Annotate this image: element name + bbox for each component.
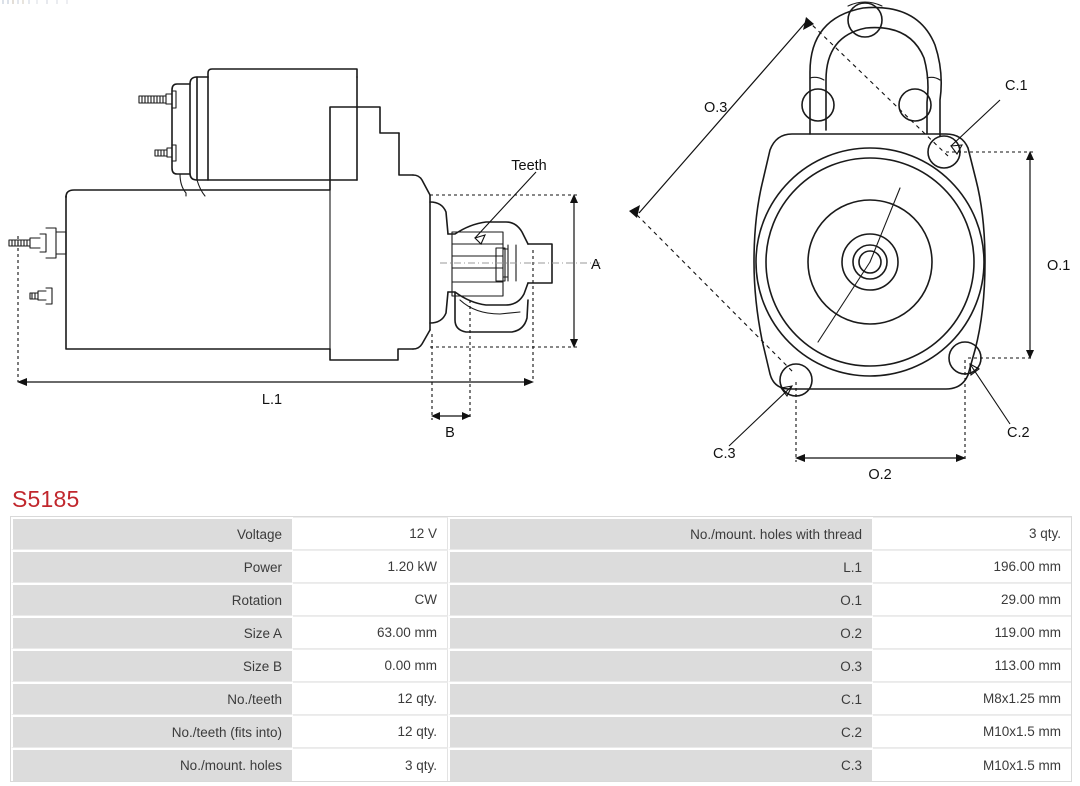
spec-value: 3 qty. [873,517,1071,550]
dimension-o2-group: O.2 [795,360,966,482]
spec-label: L.1 [448,550,873,583]
teeth-callout-group: Teeth [473,158,547,245]
spec-table-body: Voltage 12 V No./mount. holes with threa… [11,517,1071,781]
spec-label: No./teeth [11,682,293,715]
drive-end-housing [429,194,553,333]
spec-value: 119.00 mm [873,616,1071,649]
dim-o2-label: O.2 [868,467,891,482]
spec-label: O.1 [448,583,873,616]
size-b-label: B [445,425,455,441]
table-row: No./mount. holes 3 qty. C.3 M10x1.5 mm [11,748,1071,781]
table-row: No./teeth (fits into) 12 qty. C.2 M10x1.… [11,715,1071,748]
spec-value: 3 qty. [293,748,448,781]
callout-c1-label: C.1 [1005,78,1028,94]
table-row: Rotation CW O.1 29.00 mm [11,583,1071,616]
spec-label: O.2 [448,616,873,649]
spec-value: M10x1.5 mm [873,748,1071,781]
page-title: S5185 [12,486,80,512]
spec-value: 12 V [293,517,448,550]
dimension-b-group: B [431,300,471,441]
spec-label: Voltage [11,517,293,550]
dim-o1-label: O.1 [1047,258,1070,274]
callout-c2-label: C.2 [1007,425,1030,441]
spec-label: O.3 [448,649,873,682]
spec-value: 63.00 mm [293,616,448,649]
specifications-table: Voltage 12 V No./mount. holes with threa… [10,516,1072,782]
spec-label: C.2 [448,715,873,748]
solenoid-bracket [801,1,942,137]
callout-c3-group: C.3 [713,385,793,462]
spec-value: 113.00 mm [873,649,1071,682]
table-row: Size B 0.00 mm O.3 113.00 mm [11,649,1071,682]
size-a-label: A [591,257,601,273]
callout-c2-group: C.2 [969,363,1030,441]
starter-side-view-drawing: Teeth A L.1 [8,68,601,441]
dimension-o1-group: O.1 [946,151,1070,359]
spec-value: 196.00 mm [873,550,1071,583]
spec-label: C.3 [448,748,873,781]
table-row: Voltage 12 V No./mount. holes with threa… [11,517,1071,550]
solenoid-assembly [138,68,358,197]
table-row: Size A 63.00 mm O.2 119.00 mm [11,616,1071,649]
technical-drawings: Teeth A L.1 [8,1,1070,482]
dimension-a-group: A [430,194,601,348]
dimension-o3-group: O.3 [629,17,949,374]
callout-c1-group: C.1 [949,78,1028,156]
spec-value: M8x1.25 mm [873,682,1071,715]
spec-label: Size B [11,649,293,682]
teeth-label: Teeth [511,158,546,174]
spec-value: 1.20 kW [293,550,448,583]
starter-end-view-drawing: O.3 O.1 O.2 [629,1,1070,482]
motor-housing [8,106,431,361]
spec-label: No./mount. holes [11,748,293,781]
table-row: No./teeth 12 qty. C.1 M8x1.25 mm [11,682,1071,715]
dim-o3-label: O.3 [704,100,727,116]
spec-value: 0.00 mm [293,649,448,682]
spec-label: No./mount. holes with thread [448,517,873,550]
spec-value: CW [293,583,448,616]
table-row: Power 1.20 kW L.1 196.00 mm [11,550,1071,583]
spec-value: M10x1.5 mm [873,715,1071,748]
callout-c3-label: C.3 [713,446,736,462]
spec-value: 12 qty. [293,715,448,748]
length-l1-label: L.1 [262,392,282,408]
spec-label: Rotation [11,583,293,616]
spec-value: 12 qty. [293,682,448,715]
spec-label: C.1 [448,682,873,715]
spec-label: Size A [11,616,293,649]
drive-end-flange [753,133,986,397]
spec-value: 29.00 mm [873,583,1071,616]
dimension-l1-group: L.1 [17,236,534,408]
spec-table-container: Voltage 12 V No./mount. holes with threa… [10,516,1072,782]
spec-label: Power [11,550,293,583]
spec-label: No./teeth (fits into) [11,715,293,748]
